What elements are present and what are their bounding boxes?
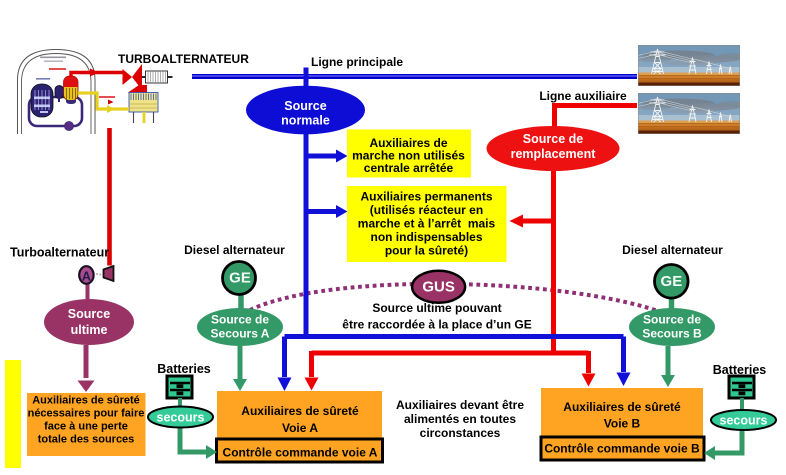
svg-text:Source de: Source de	[211, 313, 269, 327]
svg-text:secours: secours	[720, 414, 768, 428]
svg-text:Voie B: Voie B	[604, 417, 641, 431]
svg-text:secours: secours	[157, 411, 205, 425]
svg-text:totale des sources: totale des sources	[38, 434, 135, 446]
svg-text:non indispensables: non indispensables	[370, 230, 482, 244]
svg-text:Batteries: Batteries	[713, 363, 767, 377]
svg-text:face à une perte: face à une perte	[44, 421, 128, 433]
svg-text:Source de: Source de	[643, 313, 701, 327]
svg-text:Turboalternateur: Turboalternateur	[10, 246, 109, 260]
svg-text:Auxiliaires devant être: Auxiliaires devant être	[396, 398, 524, 412]
svg-text:Ligne principale: Ligne principale	[311, 55, 403, 69]
svg-text:Secours A: Secours A	[211, 327, 270, 341]
svg-text:nécessaires pour faire: nécessaires pour faire	[28, 408, 145, 420]
svg-text:Secours B: Secours B	[642, 327, 702, 341]
svg-text:TURBOALTERNATEUR: TURBOALTERNATEUR	[118, 52, 249, 66]
svg-text:GUS: GUS	[422, 279, 455, 296]
svg-text:GE: GE	[661, 273, 683, 290]
svg-text:Source: Source	[68, 307, 110, 321]
svg-text:Source de: Source de	[523, 132, 583, 146]
svg-text:Diesel alternateur: Diesel alternateur	[184, 243, 285, 257]
svg-text:centrale arrêtée: centrale arrêtée	[364, 161, 454, 175]
svg-text:A: A	[82, 270, 91, 284]
svg-text:Auxiliaires de sûreté: Auxiliaires de sûreté	[32, 395, 140, 407]
svg-text:Auxiliaires de: Auxiliaires de	[369, 136, 447, 150]
svg-text:remplacement: remplacement	[511, 147, 597, 161]
svg-text:normale: normale	[281, 114, 330, 128]
svg-text:marche et à l’arrêt mais: marche et à l’arrêt mais	[358, 217, 496, 231]
svg-text:alimentés en toutes: alimentés en toutes	[404, 412, 516, 426]
svg-text:Auxiliaires de sûreté: Auxiliaires de sûreté	[241, 404, 359, 418]
svg-text:Auxiliaires permanents: Auxiliaires permanents	[360, 190, 492, 204]
svg-text:(utilisés réacteur en: (utilisés réacteur en	[370, 203, 483, 217]
svg-text:Source: Source	[284, 99, 326, 113]
svg-text:Source ultime pouvant: Source ultime pouvant	[372, 301, 501, 315]
svg-text:Batteries: Batteries	[157, 362, 211, 376]
svg-text:ultime: ultime	[71, 323, 108, 337]
svg-text:pour la sûreté): pour la sûreté)	[385, 244, 468, 258]
svg-text:Auxiliaires de sûreté: Auxiliaires de sûreté	[563, 400, 681, 414]
svg-text:Diesel alternateur: Diesel alternateur	[622, 243, 723, 257]
svg-text:marche non utilisés: marche non utilisés	[352, 149, 465, 163]
svg-text:GE: GE	[229, 270, 251, 287]
svg-text:Contrôle commande voie B: Contrôle commande voie B	[544, 442, 700, 456]
svg-text:Contrôle commande voie A: Contrôle commande voie A	[223, 446, 378, 460]
svg-text:Voie A: Voie A	[282, 421, 318, 435]
svg-text:circonstances: circonstances	[420, 426, 501, 440]
svg-text:Ligne auxiliaire: Ligne auxiliaire	[539, 89, 627, 103]
svg-text:être raccordée à la place d’un: être raccordée à la place d’un GE	[342, 318, 531, 332]
